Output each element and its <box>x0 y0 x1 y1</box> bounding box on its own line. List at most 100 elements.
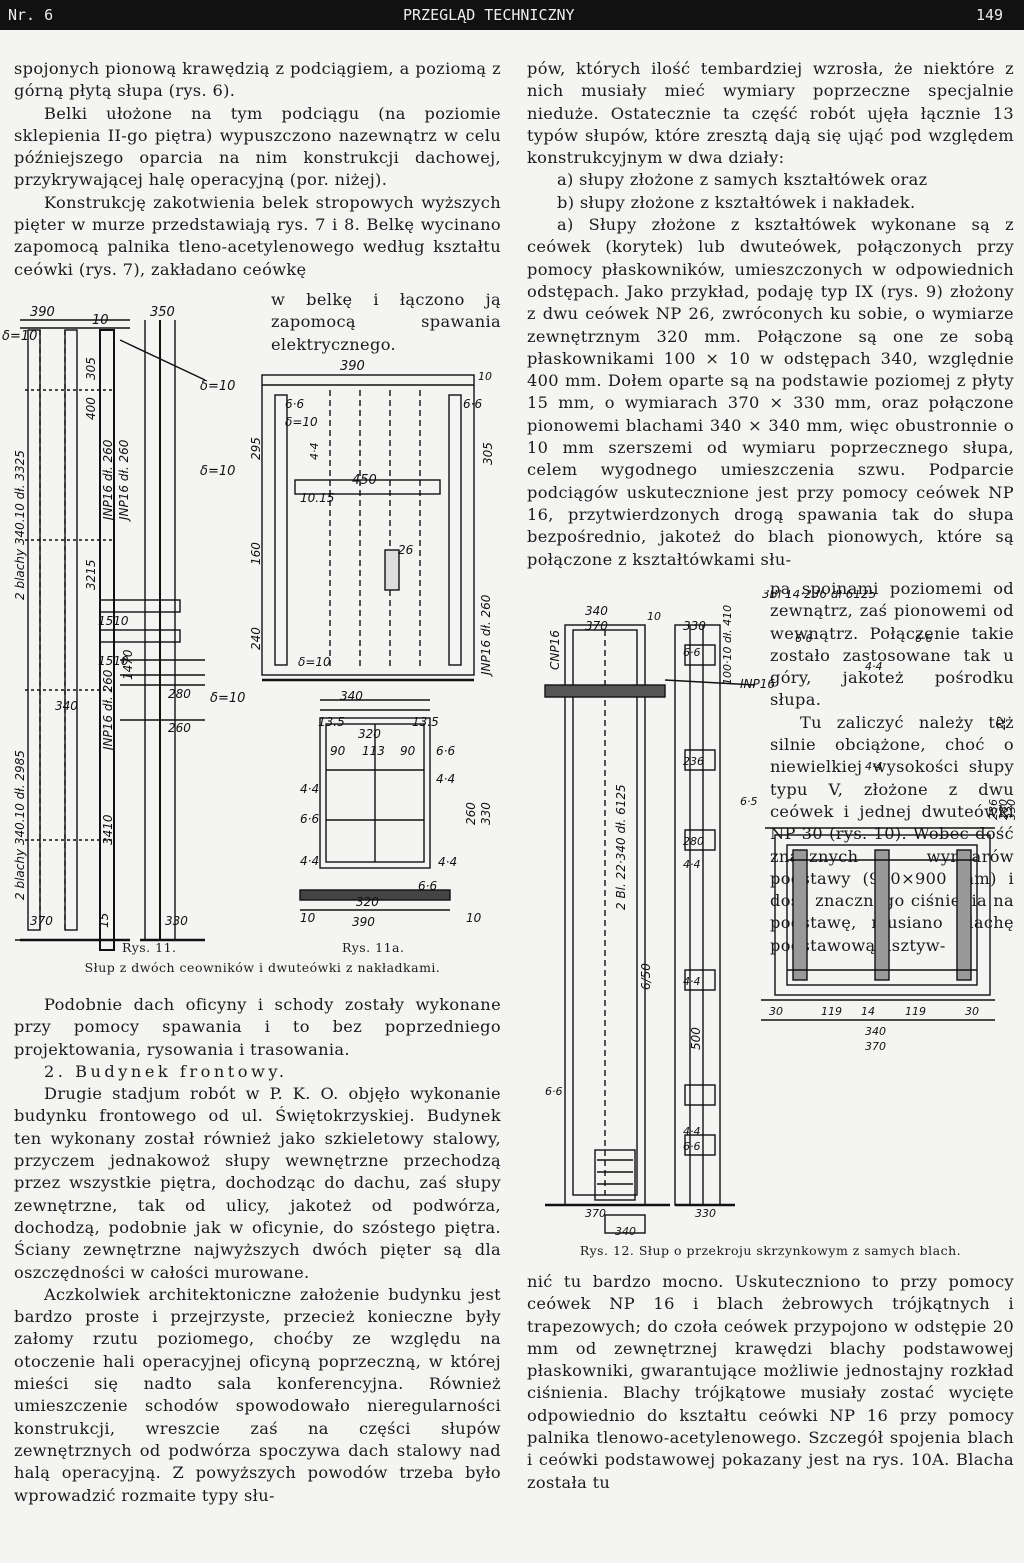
dim-label: 22 <box>995 716 1008 730</box>
section-heading: 2. Budynek frontowy. <box>44 1061 288 1081</box>
paragraph: w belkę i łączono ją zapomocą spawania e… <box>271 290 501 354</box>
dim-label: δ=10 <box>285 415 318 429</box>
dim-label: 4·4 <box>865 760 883 773</box>
dim-label: 26 <box>398 543 414 557</box>
dim-label: 6·6 <box>545 1085 563 1098</box>
dim-label: 280 <box>168 687 191 701</box>
dim-label: 280 <box>683 835 704 848</box>
dim-label: 1510 <box>98 654 129 668</box>
dim-label: 450 <box>352 473 377 488</box>
dim-label: 4·4 <box>300 782 319 796</box>
paragraph: Drugie stadjum robót w P. K. O. objęło w… <box>14 1084 501 1282</box>
dim-label: 2 blachy 340.10 dł. 3325 <box>13 450 27 600</box>
dim-label: 330 <box>165 914 188 928</box>
paragraph: Tu zaliczyć należy też silnie obciążone,… <box>770 712 1014 955</box>
dim-label: 13.5 <box>318 715 345 729</box>
dim-label: 1510 <box>98 614 129 628</box>
dim-label: 2 Bl. 22·340 dł. 6125 <box>614 784 628 910</box>
figure-11-label: Rys. 11. <box>122 940 177 955</box>
page-number-left: Nr. 6 <box>8 6 54 24</box>
dim-label: JNP16 dł. 260 <box>117 439 131 522</box>
figure-11-caption: Słup z dwóch ceowników i dwuteówki z nak… <box>84 960 441 975</box>
dim-label: 260 <box>168 721 191 735</box>
dim-label: JNP16 dł. 260 <box>479 594 493 677</box>
dim-label: 10 <box>466 911 482 925</box>
dim-label: 370 <box>30 914 53 928</box>
dim-label: 10 <box>300 911 316 925</box>
dim-label: 340 <box>340 689 363 703</box>
paragraph: Podobnie dach oficyny i schody zostały w… <box>14 995 501 1059</box>
dim-label: 340 <box>585 604 608 618</box>
figure-11-drawing: 390 10 350 δ=10 δ=10 δ=10 δ=10 2 blachy … <box>2 305 495 951</box>
dim-label: 400 <box>84 397 98 420</box>
dim-label: 15 <box>97 913 111 928</box>
dim-label: 390 <box>340 359 365 374</box>
dim-label: 4·4 <box>308 443 321 461</box>
dim-label: 305 <box>84 357 98 380</box>
dim-label: 4·4 <box>865 660 883 673</box>
figure-11a-label: Rys. 11a. <box>342 940 405 955</box>
paragraph: a) Słupy złożone z kształtówek wykonane … <box>527 215 1014 569</box>
dim-label: 6·6 <box>683 646 701 659</box>
dim-label: 10 <box>92 313 109 328</box>
dim-label: 10 <box>478 370 492 383</box>
figure-12-caption: Rys. 12. Słup o przekroju skrzynkowym z … <box>579 1243 962 1258</box>
dim-label: 4·4 <box>683 858 701 871</box>
dim-label: 90 <box>400 744 416 758</box>
dim-label: δ=10 <box>298 655 331 669</box>
dim-label: 320 <box>358 727 381 741</box>
dim-label: 305 <box>481 442 495 465</box>
dim-label: 13.5 <box>412 715 439 729</box>
dim-label: 390 <box>30 305 55 320</box>
dim-label: 2 blachy 340.10 dł. 2985 <box>13 750 27 900</box>
dim-label: 390 <box>352 915 375 929</box>
dim-label: 30 <box>965 1005 979 1018</box>
dim-label: 320 <box>356 895 379 909</box>
figure-12-drawing: 340 370 330 10 CNP16 INP16 100·10 dł. 41… <box>544 590 1015 1238</box>
dim-label: 370 <box>585 1207 606 1220</box>
dim-label: 340 <box>55 699 78 713</box>
dim-label: 3215 <box>84 559 98 590</box>
dim-label: 6·6 <box>463 397 482 411</box>
dim-label: 6·6 <box>300 812 319 826</box>
dim-label: JNP16 dł. 260 <box>101 669 115 752</box>
dim-label: 10.15 <box>300 491 334 505</box>
paragraph: spojonych pionową krawędzią z podciągiem… <box>14 59 501 101</box>
page-header: Nr. 6 PRZEGLĄD TECHNICZNY 149 <box>0 0 1024 30</box>
dim-label: 100·10 dł. 410 <box>721 605 734 685</box>
dim-label: 6·6 <box>915 632 933 645</box>
dim-label: 240 <box>249 627 263 650</box>
dim-label: 119 <box>821 1005 842 1018</box>
dim-label: 370 <box>585 619 608 633</box>
right-column-middle: pa spoinami poziomemi od zewnątrz, zaś p… <box>770 578 1014 957</box>
paragraph: pa spoinami poziomemi od zewnątrz, zaś p… <box>770 579 1014 710</box>
dim-label: 3Bl 14·236 dł 6125 <box>762 590 876 601</box>
dim-label: 330 <box>479 802 493 825</box>
dim-label: 14 <box>861 1005 875 1018</box>
dim-label: 30 <box>769 1005 783 1018</box>
left-column-bottom: Podobnie dach oficyny i schody zostały w… <box>14 994 501 1507</box>
dim-label: 236 <box>683 755 704 768</box>
dim-label: 500 <box>689 1027 703 1050</box>
dim-label: δ=10 <box>200 379 235 394</box>
dim-label: INP16 <box>740 677 775 691</box>
left-column-top: spojonych pionową krawędzią z podciągiem… <box>14 58 501 281</box>
dim-label: 6·6 <box>795 632 813 645</box>
paragraph: Konstrukcję zakotwienia belek stropowych… <box>14 192 501 279</box>
dim-label: 3410 <box>101 814 115 845</box>
page-number-right: 149 <box>976 6 1004 24</box>
paragraph: Aczkolwiek architektoniczne założenie bu… <box>14 1284 501 1505</box>
dim-label: 10 <box>647 610 661 623</box>
journal-title: PRZEGLĄD TECHNICZNY <box>403 6 575 24</box>
dim-label: 330 <box>1005 799 1015 820</box>
dim-label: 6·6 <box>683 1140 701 1153</box>
list-item: b) słupy złożone z kształtówek i nakłade… <box>557 192 916 212</box>
right-column-top: pów, których ilość tembardziej wzrosła, … <box>527 58 1014 571</box>
dim-label: 350 <box>150 305 175 320</box>
dim-label: 160 <box>249 542 263 565</box>
paragraph: pów, których ilość tembardziej wzrosła, … <box>527 59 1014 168</box>
dim-label: 4·4 <box>436 772 455 786</box>
dim-label: δ=10 <box>210 691 245 706</box>
dim-label: 113 <box>362 744 385 758</box>
dim-label: 330 <box>683 619 706 633</box>
